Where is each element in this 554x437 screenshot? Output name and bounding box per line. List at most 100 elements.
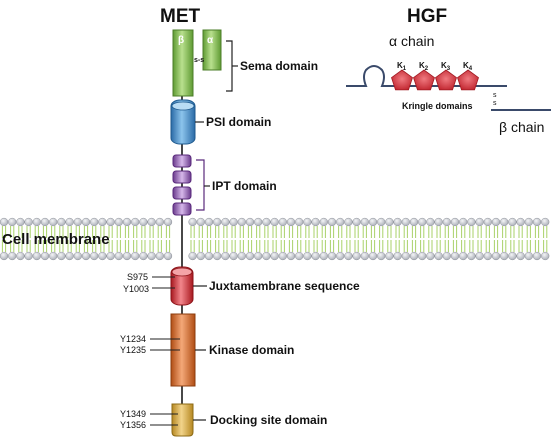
lipid-head (500, 217, 509, 227)
lipid-head (188, 217, 197, 227)
y1235-label: Y1235 (120, 345, 146, 355)
lipid-head (377, 217, 386, 227)
lipid-head (385, 217, 394, 227)
kringle-4 (457, 69, 479, 91)
lipid-head (401, 217, 410, 227)
lipid-head (327, 217, 337, 227)
lipid-head (459, 217, 468, 227)
lipid-head (221, 251, 230, 261)
lipid-head (336, 217, 345, 227)
lipid-head (196, 251, 205, 261)
beta-chain-label: β chain (499, 119, 544, 135)
lipid-head (295, 251, 304, 261)
lipid-head (418, 217, 427, 227)
lipid-head (122, 251, 132, 261)
lipid-head (163, 251, 173, 261)
lipid-head (65, 251, 74, 261)
lipid-head (491, 251, 501, 261)
lipid-head (204, 217, 214, 227)
sema-beta-chain (172, 29, 194, 97)
lipid-head (418, 251, 427, 261)
lipid-head (213, 251, 222, 261)
lipid-head (49, 217, 58, 227)
lipid-head (278, 217, 287, 227)
hgf-alpha-chain-line (346, 65, 507, 87)
lipid-head (483, 217, 492, 227)
lipid-head (254, 217, 263, 227)
kringle-1 (391, 69, 413, 91)
lipid-head (541, 251, 550, 261)
hgf-title: HGF (407, 6, 447, 27)
lipid-head (303, 217, 312, 227)
lipid-head (352, 217, 361, 227)
lipid-head (352, 251, 361, 261)
lipid-head (344, 217, 353, 227)
juxtamembrane-label: Juxtamembrane sequence (209, 279, 360, 293)
lipid-head (131, 217, 140, 227)
ipt-box-3 (172, 186, 192, 200)
juxtamembrane-sequence: S975 Y1003 Juxtamembrane sequence (123, 266, 360, 306)
lipid-head (229, 217, 238, 227)
lipid-head (442, 251, 451, 261)
lipid-head (204, 251, 214, 261)
lipid-head (24, 217, 33, 227)
lipid-head (303, 251, 312, 261)
met-title: MET (160, 6, 201, 27)
lipid-head (98, 251, 107, 261)
lipid-head (467, 217, 476, 227)
lipid-head (270, 251, 279, 261)
lipid-head (81, 251, 91, 261)
ipt-bracket (196, 159, 205, 211)
lipid-head (65, 217, 74, 227)
lipid-head (229, 251, 238, 261)
lipid-head (368, 251, 378, 261)
lipid-head (254, 251, 263, 261)
sema-domain: β α s-s Sema domain (172, 29, 318, 97)
lipid-head (245, 217, 255, 227)
lipid-head (319, 251, 328, 261)
kringle-label-1: K1 (397, 61, 407, 72)
lipid-head (8, 251, 17, 261)
lipid-head (278, 251, 287, 261)
lipid-head (516, 251, 525, 261)
met-disulfide-label: s-s (194, 57, 204, 64)
lipid-head (16, 217, 25, 227)
lipid-head (286, 217, 296, 227)
lipid-head (467, 251, 476, 261)
lipid-head (500, 251, 509, 261)
lipid-head (155, 251, 164, 261)
kringle-2 (413, 69, 435, 91)
lipid-head (360, 251, 369, 261)
lipid-head (393, 217, 402, 227)
lipid-head (16, 251, 25, 261)
lipid-head (262, 251, 271, 261)
lipid-head (434, 217, 443, 227)
lipid-head (106, 251, 115, 261)
kringle-label: Kringle domains (402, 101, 473, 111)
lipid-head (327, 251, 337, 261)
membrane-tails (1, 226, 548, 252)
lipid-head (188, 251, 197, 261)
lipid-head (483, 251, 492, 261)
psi-label: PSI domain (206, 115, 271, 129)
y1356-label: Y1356 (120, 420, 146, 430)
membrane-heads (0, 217, 550, 261)
ipt-box-2 (172, 170, 192, 184)
lipid-head (32, 217, 41, 227)
kinase-domain: Y1234 Y1235 Kinase domain (120, 313, 294, 387)
lipid-head (213, 217, 222, 227)
lipid-head (81, 217, 91, 227)
lipid-head (541, 217, 550, 227)
lipid-head (442, 217, 451, 227)
ipt-label: IPT domain (212, 179, 277, 193)
kringle-label-4: K4 (463, 61, 473, 72)
y1234-label: Y1234 (120, 334, 146, 344)
lipid-head (508, 251, 517, 261)
lipid-head (385, 251, 394, 261)
lipid-head (49, 251, 58, 261)
lipid-head (237, 217, 246, 227)
lipid-head (8, 217, 17, 227)
